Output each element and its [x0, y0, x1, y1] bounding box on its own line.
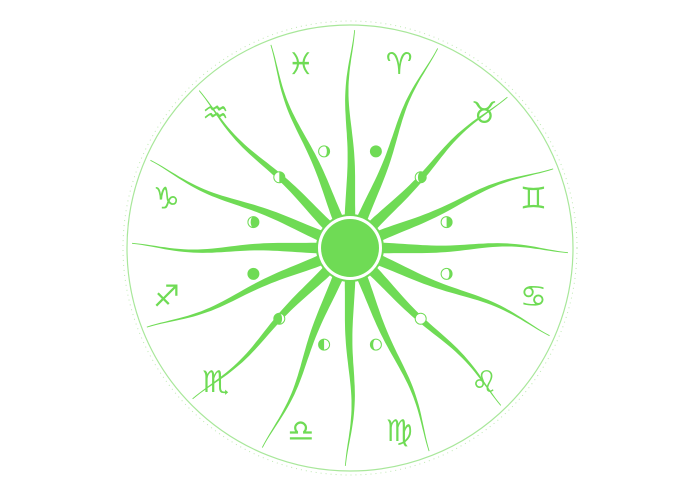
first-quarter-icon	[440, 216, 453, 229]
libra-icon: ♎	[287, 414, 314, 449]
sun-ray	[261, 273, 344, 448]
sun-ray	[344, 30, 356, 219]
virgo-icon: ♍	[386, 414, 413, 449]
waning-crescent-icon	[369, 338, 382, 351]
moon-phases	[247, 145, 453, 351]
waxing-gibbous-icon	[414, 171, 427, 184]
taurus-icon: ♉	[471, 96, 498, 131]
sun-ray	[150, 159, 325, 242]
sun-ray	[198, 90, 333, 231]
waxing-crescent-icon	[440, 267, 453, 280]
waxing-crescent-icon	[318, 145, 331, 158]
cancer-icon: ♋	[520, 280, 547, 315]
new-moon-icon	[414, 312, 427, 325]
sun-ray	[367, 265, 502, 406]
sun-center-icon	[321, 219, 379, 277]
capricorn-icon: ♑	[153, 181, 180, 216]
sagittarius-icon: ♐	[153, 280, 180, 315]
full-moon-icon	[369, 145, 382, 158]
aries-icon: ♈	[386, 47, 413, 82]
sun-ray	[367, 96, 508, 231]
outer-ring	[126, 24, 574, 472]
gemini-icon: ♊	[520, 181, 547, 216]
waning-gibbous-icon	[273, 312, 286, 325]
sun-ray	[356, 48, 439, 223]
sun-ray	[375, 254, 550, 337]
sun-ray	[344, 277, 356, 466]
full-moon-icon	[247, 267, 260, 280]
sun-ray	[192, 265, 333, 400]
pisces-icon: ♓	[287, 47, 314, 82]
waxing-gibbous-icon	[247, 216, 260, 229]
sun-ray	[379, 242, 568, 254]
first-quarter-icon	[273, 171, 286, 184]
sun-rays	[132, 30, 568, 466]
last-quarter-icon	[318, 338, 331, 351]
sun-ray	[146, 254, 325, 328]
sun-ray	[270, 44, 344, 223]
aquarius-icon: ♒	[202, 96, 229, 131]
zodiac-signs: ♈ ♉ ♊ ♋ ♌ ♍ ♎ ♏ ♐ ♑ ♒ ♓	[153, 47, 547, 449]
leo-icon: ♌	[471, 365, 498, 400]
sun-ray	[375, 168, 554, 242]
scorpio-icon: ♏	[202, 365, 229, 400]
sun-ray	[356, 273, 430, 452]
sun-ray	[132, 242, 321, 254]
outer-dotted-ring	[122, 20, 578, 476]
